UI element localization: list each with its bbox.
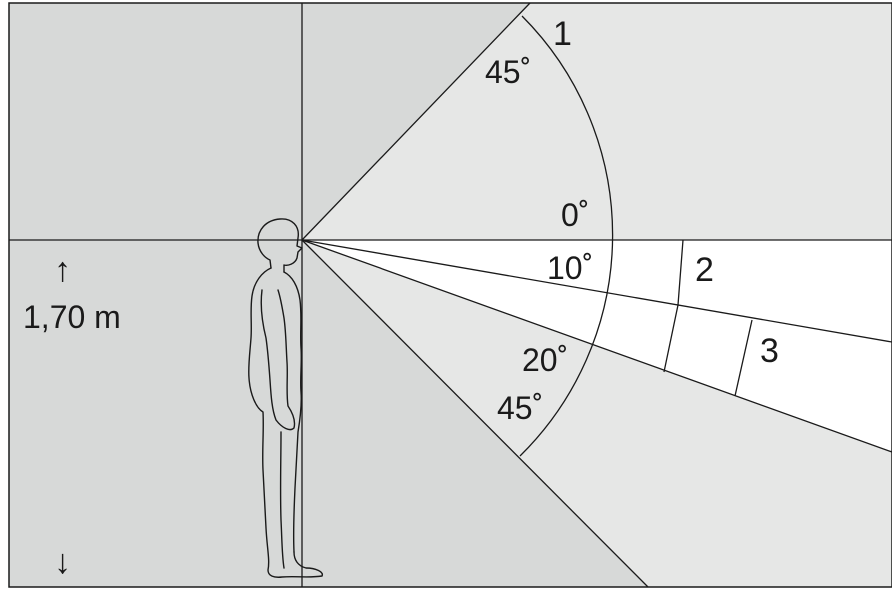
zone-2-boundary [663, 239, 684, 373]
sight-line-down-45 [301, 239, 649, 588]
standing-person-silhouette-icon [248, 218, 323, 578]
zone-1-label: 1 [553, 15, 572, 53]
sight-line-10 [301, 239, 892, 343]
zone-3-boundary [734, 319, 753, 397]
sight-line-up-45 [301, 2, 531, 241]
angle-0-label: 0˚ [561, 197, 589, 233]
angle-down-45-label: 45˚ [497, 390, 543, 426]
angle-arc [519, 15, 614, 457]
zone-3-label: 3 [760, 332, 779, 370]
arrow-up-icon: ↑ [54, 251, 71, 289]
arrow-down-icon: ↓ [54, 543, 71, 581]
angle-10-label: 10˚ [547, 250, 593, 286]
diagram-frame [8, 2, 892, 588]
angle-up-45-label: 45˚ [485, 54, 531, 90]
eye-height-label: 1,70 m [23, 299, 121, 335]
zone-2-label: 2 [695, 251, 714, 289]
sight-line-20 [301, 239, 892, 453]
angle-20-label: 20˚ [522, 342, 568, 378]
